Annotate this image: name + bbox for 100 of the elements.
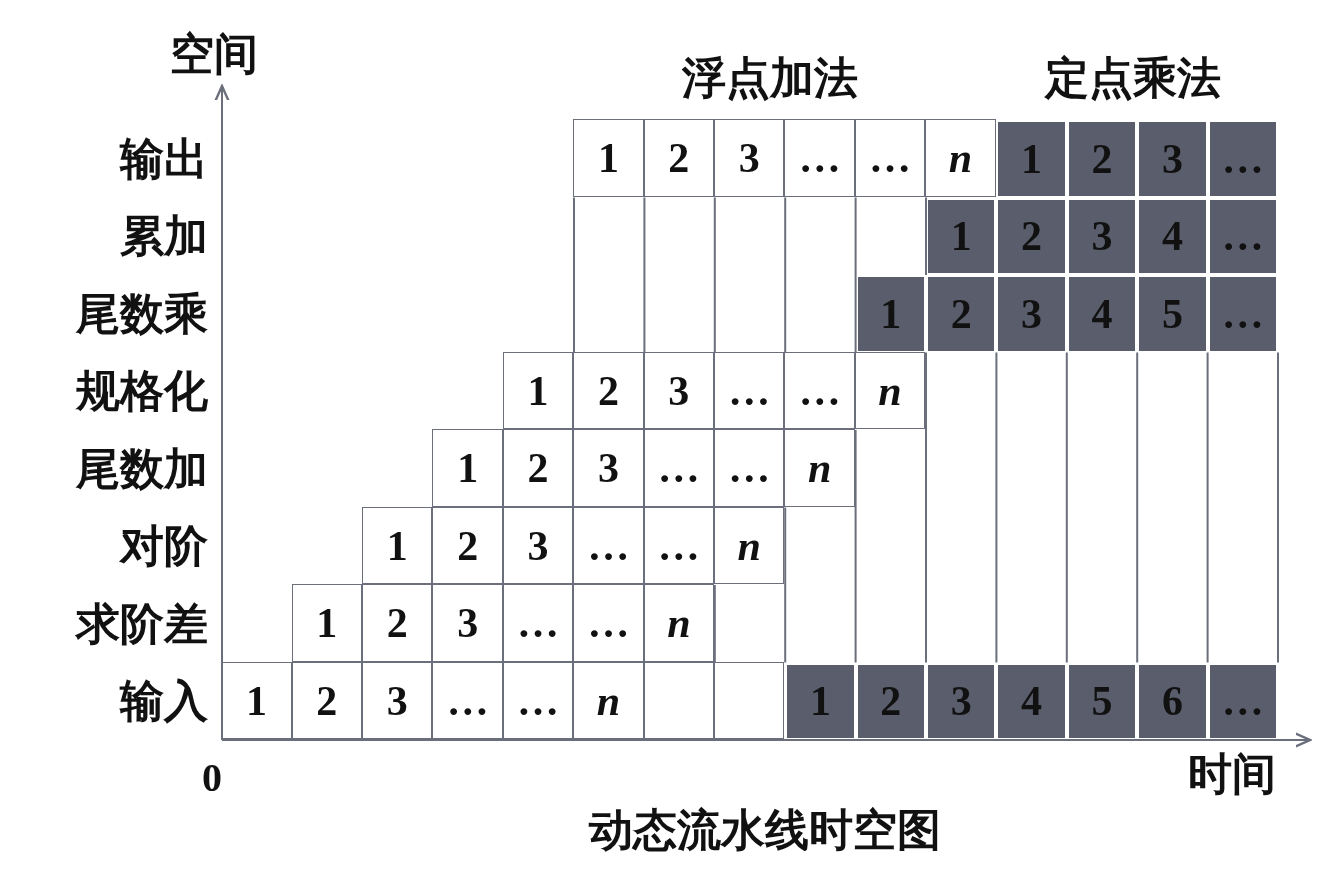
grid-cell <box>573 506 644 585</box>
cell-number: n <box>807 447 832 489</box>
cell-number: 5 <box>1161 292 1183 335</box>
cell-number: 1 <box>880 292 902 335</box>
cell-number: 4 <box>1021 680 1043 723</box>
cell-number: … <box>657 524 700 567</box>
axis-title: 时间 <box>1188 752 1276 796</box>
row-label: 输入 <box>120 679 208 723</box>
shaded-cell <box>1068 122 1136 196</box>
grid-cell <box>784 429 855 507</box>
cell-number: 2 <box>1091 137 1113 180</box>
grid-cell <box>432 584 503 662</box>
cell-number: … <box>587 524 630 567</box>
cell-number: 1 <box>316 602 338 644</box>
cell-number: 5 <box>1091 680 1113 723</box>
grid-cell <box>432 429 503 507</box>
grid-cell <box>362 661 433 740</box>
cell-number: … <box>1221 137 1264 180</box>
cell-number: 3 <box>457 602 479 644</box>
grid-cell <box>291 661 363 740</box>
row-label: 尾数加 <box>76 447 208 491</box>
row-label: 规格化 <box>76 369 208 413</box>
cell-number: 1 <box>950 215 972 258</box>
column-header: 定点乘法 <box>1045 56 1221 100</box>
grid-cell <box>643 351 715 430</box>
cell-number: 1 <box>245 679 267 722</box>
cell-number: 2 <box>880 680 902 723</box>
grid-cell <box>925 119 996 197</box>
cell-number: … <box>728 447 771 489</box>
row-label: 对阶 <box>120 524 208 568</box>
cell-number: 1 <box>386 524 408 567</box>
cell-number: … <box>728 369 771 412</box>
cell-number: 6 <box>1161 680 1183 723</box>
cell-number: 1 <box>809 680 831 723</box>
grid-cell <box>854 119 926 197</box>
grid-cell <box>432 506 503 585</box>
cell-number: 2 <box>527 447 549 489</box>
grid-cell <box>502 661 574 740</box>
cell-number: 4 <box>1161 215 1183 258</box>
cell-number: n <box>667 602 691 644</box>
origin-label: 0 <box>202 758 222 798</box>
grid-cell <box>362 584 433 662</box>
shaded-cell <box>1209 664 1276 738</box>
axis-title: 空间 <box>170 32 258 76</box>
grid-cell <box>502 429 574 507</box>
row-label: 输出 <box>120 137 208 181</box>
grid-cell <box>643 429 715 507</box>
column-header: 浮点加法 <box>682 56 858 100</box>
grid-cell <box>573 584 644 662</box>
cell-number: 2 <box>668 137 690 179</box>
cell-number: 4 <box>1091 292 1113 335</box>
cell-number: … <box>517 679 560 722</box>
cell-number: 3 <box>1091 215 1113 258</box>
shaded-cell <box>928 199 995 273</box>
grid-cell <box>643 506 715 585</box>
shaded-cell <box>857 277 924 351</box>
grid-cell <box>714 506 785 585</box>
grid-cell <box>362 506 433 585</box>
cell-number: 2 <box>597 369 619 412</box>
cell-number: 1 <box>597 137 619 179</box>
grid-cell <box>643 119 715 197</box>
grid-cell <box>502 351 574 430</box>
grid-cell <box>714 429 785 507</box>
cell-number: n <box>596 679 621 722</box>
cell-number: 3 <box>386 679 408 722</box>
cell-number: … <box>657 447 700 489</box>
shaded-cell <box>1068 277 1136 351</box>
cell-number: 2 <box>950 292 972 335</box>
shaded-cell <box>998 664 1065 738</box>
caption: 动态流水线时空图 <box>589 808 941 852</box>
shaded-cell <box>998 277 1065 351</box>
grid-cell <box>573 661 644 740</box>
grid-cell <box>502 584 574 662</box>
cell-number: n <box>948 137 973 179</box>
grid-cell <box>573 119 644 197</box>
grid-cell <box>854 351 926 430</box>
cell-number: 3 <box>597 447 619 489</box>
cell-number: 1 <box>457 447 479 489</box>
cell-number: … <box>798 137 841 179</box>
grid-cell <box>573 351 644 430</box>
shaded-cell <box>1209 122 1276 196</box>
empty-cell <box>643 661 715 740</box>
empty-cell <box>714 661 785 740</box>
grid-cell <box>502 506 574 585</box>
grid-cell <box>643 584 715 662</box>
cell-number: 2 <box>316 679 338 722</box>
shaded-cell <box>1139 277 1206 351</box>
grid-cell <box>784 351 855 430</box>
cell-number: … <box>517 602 560 644</box>
cell-number: … <box>1221 215 1264 258</box>
grid-cell <box>714 119 785 197</box>
cell-number: 2 <box>457 524 479 567</box>
grid-cell <box>432 661 503 740</box>
shaded-cell <box>1209 199 1276 273</box>
cell-number: 3 <box>738 137 760 179</box>
cell-number: n <box>878 369 902 412</box>
cell-number: 3 <box>1161 137 1183 180</box>
row-label: 累加 <box>120 214 208 258</box>
shaded-cell <box>998 199 1065 273</box>
cell-number: 2 <box>1021 215 1043 258</box>
